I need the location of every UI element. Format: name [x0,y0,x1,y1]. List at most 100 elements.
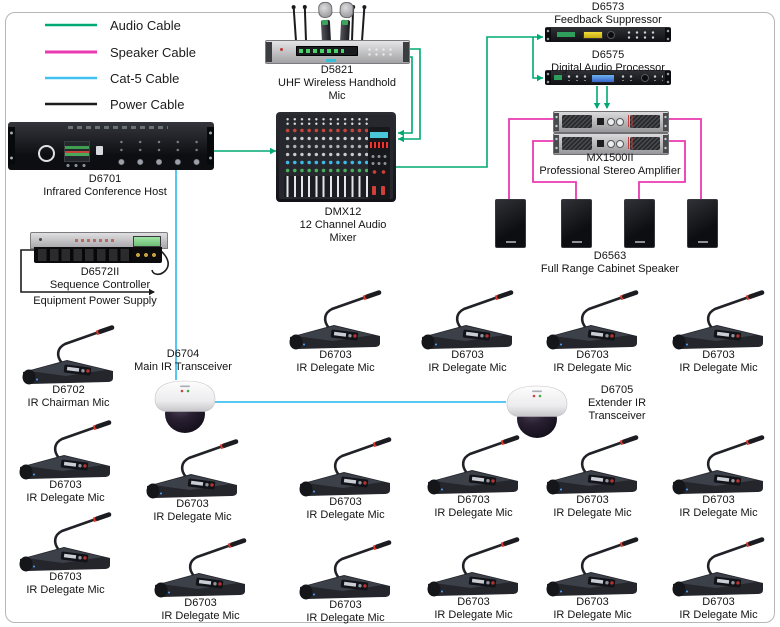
vent-mesh [562,114,592,128]
buttons [64,163,88,168]
rack-ear [663,135,668,153]
logo-ring-icon [38,145,55,162]
d6563-label: D6563 Full Range Cabinet Speaker [540,250,680,275]
channel-marks [75,239,115,242]
vu-meter [628,115,635,127]
d6573-label: D6573 Feedback Suppressor [554,1,662,26]
device-d6563-speaker-3 [624,199,655,248]
vent-mesh [630,114,660,128]
knob-row [284,159,370,166]
device-d6572ii-sequence-controller [30,232,168,263]
rack-ear [207,127,214,165]
master-fader [381,186,385,195]
usb-port [96,146,103,155]
rack-ear [266,42,272,62]
input-jacks [284,117,370,125]
rack-ear [545,71,551,84]
power-led [39,238,42,241]
buttons [625,30,659,40]
legend-label: Cat-5 Cable [110,70,180,86]
rack-ear [403,42,409,62]
led-meter [370,142,388,148]
legend-label: Audio Cable [110,17,181,33]
vent-mesh [562,136,592,150]
master-section [368,127,390,199]
gooseneck-mic-icon [666,286,771,350]
gooseneck-mic-icon [421,533,526,597]
gooseneck-mic-icon [293,433,398,497]
display [591,73,615,83]
device-dmx12-mixer [276,112,396,202]
device-d6573-feedback-suppressor [545,27,671,42]
dome-transceiver-icon [154,380,216,434]
rack-ear [665,28,671,41]
gooseneck-mic-icon [421,431,526,495]
fader-strip [284,176,370,197]
gooseneck-mic-icon [540,286,645,350]
rack-ear [554,135,559,153]
rack-ear [665,71,671,84]
legend-item-speaker-cable: Speaker Cable [45,44,196,60]
mx1500ii-label: MX1500II Professional Stereo Amplifier [539,152,681,177]
audio-cable-swatch [45,23,97,27]
display [64,141,90,162]
knob-row [284,135,370,142]
device-d6563-speaker-2 [561,199,592,248]
knob [607,31,615,39]
amp-controls [596,115,624,128]
rack-ear [8,127,15,165]
cat5-cable-swatch [45,76,97,80]
power-cable-swatch [45,102,97,106]
brand-badge [554,75,562,80]
knob [641,74,649,82]
outlet-panel [34,247,162,263]
knob-row [284,143,370,150]
power-outlets [38,249,132,261]
knobs [565,74,587,81]
knobs [112,156,206,168]
gooseneck-mic-icon [666,533,771,597]
brand-badge [557,32,575,37]
knob-row [284,127,370,134]
d6705-label: D6705 Extender IR Transceiver [587,384,647,422]
gooseneck-mic-icon [293,536,398,600]
gooseneck-mic-icon [140,435,245,499]
speaker-cable-swatch [45,50,97,54]
device-d5821-wireless-receiver [265,40,410,64]
display [583,31,603,39]
master-fader [372,186,376,195]
gooseneck-mic-icon [283,286,388,350]
handheld-mic-icon [317,1,333,45]
io-panel [112,138,206,156]
connectors [134,251,158,259]
rack-ear [663,113,668,131]
legend-label: Speaker Cable [110,44,196,60]
d6704-label: D6704 Main IR Transceiver [134,348,232,373]
legend-item-cat5-cable: Cat-5 Cable [45,70,179,86]
d6575-label: D6575 Digital Audio Processor [551,49,665,74]
knob-row [284,151,370,158]
buttons [651,74,663,81]
